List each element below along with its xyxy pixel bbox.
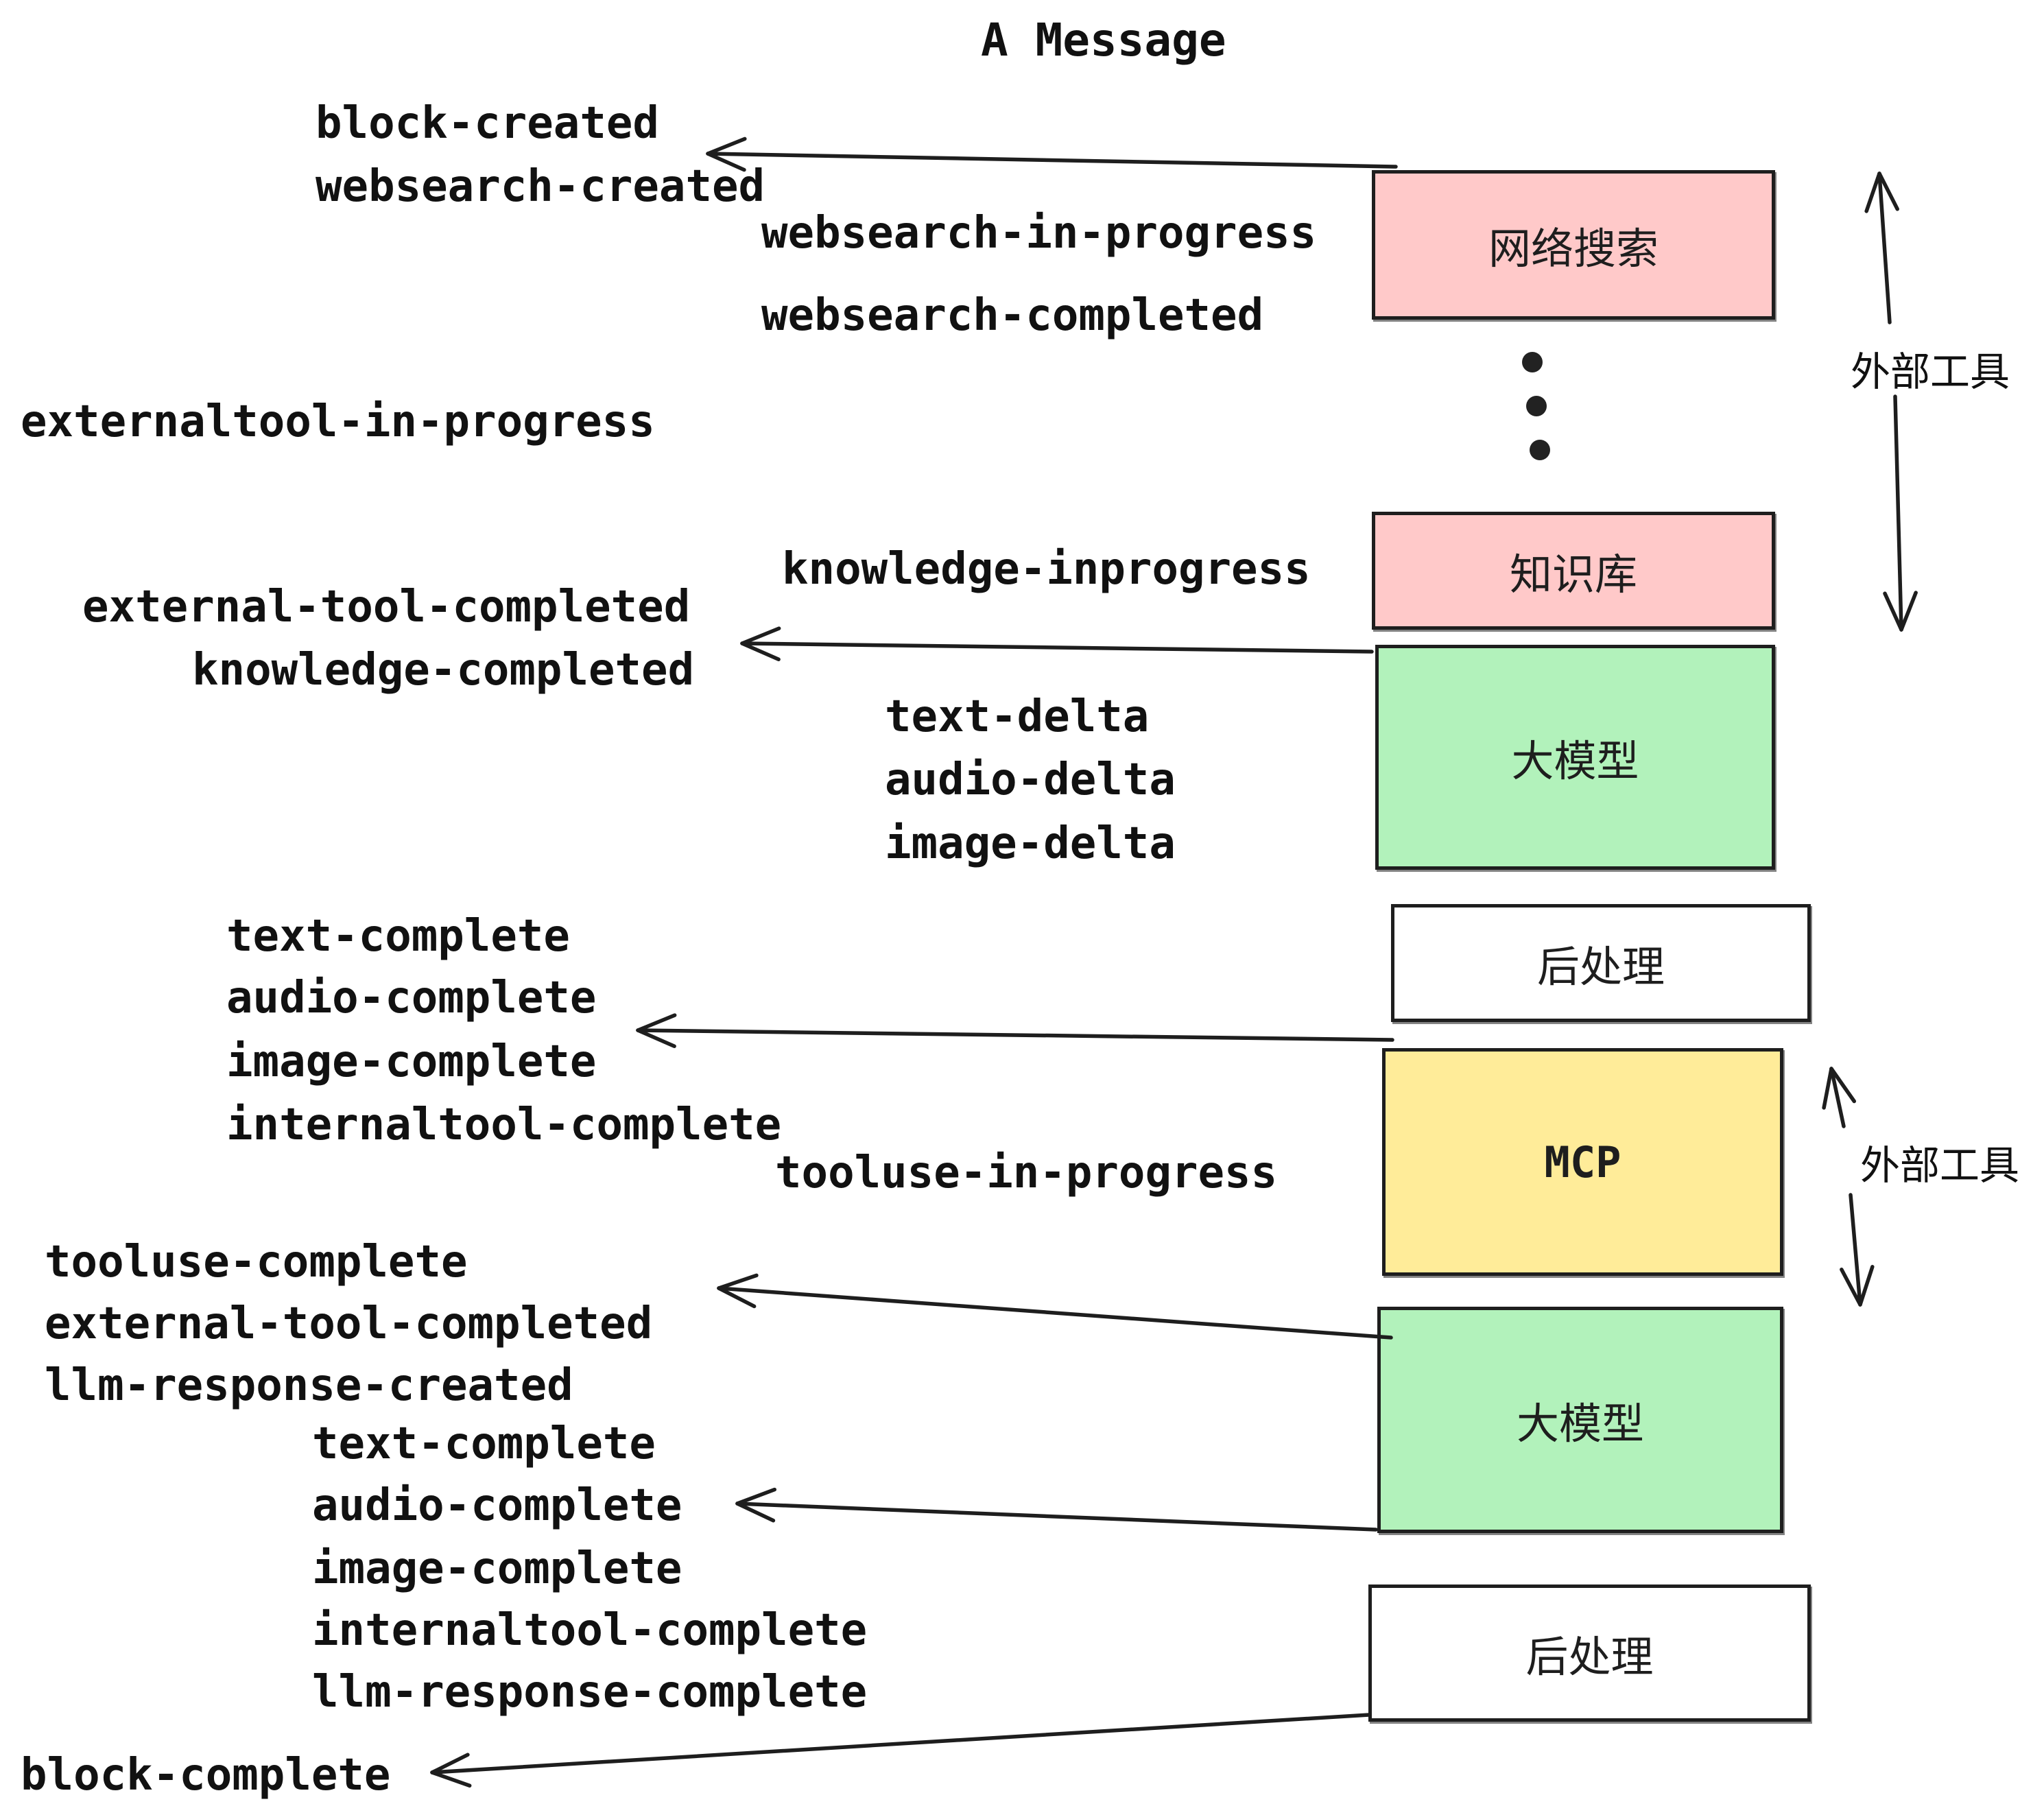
arrow-to-knowledge-completed [740, 626, 1374, 662]
box-postprocess-2: 后处理 [1368, 1585, 1811, 1722]
event-label-llm-response-complete-23: llm-response-complete [312, 1667, 868, 1718]
event-label-internaltool-complete-22: internaltool-complete [312, 1605, 868, 1656]
event-label-text-delta-8: text-delta [885, 691, 1150, 742]
event-label-block-complete-24: block-complete [21, 1750, 391, 1801]
event-label-audio-complete-20: audio-complete [312, 1480, 682, 1531]
event-label-audio-delta-9: audio-delta [885, 755, 1176, 805]
arrow-to-audio-complete [735, 1487, 1378, 1532]
event-label-audio-complete-12: audio-complete [226, 973, 597, 1023]
event-label-image-complete-21: image-complete [312, 1543, 682, 1594]
event-label-externaltool-in-progress-4: externaltool-in-progress [21, 396, 655, 447]
event-label-knowledge-completed-7: knowledge-completed [192, 645, 695, 696]
box-llm-2: 大模型 [1377, 1307, 1783, 1533]
arrow-to-external-tool-completed [717, 1273, 1393, 1340]
ellipsis-dot-1 [1522, 352, 1543, 372]
event-label-websearch-created-1: websearch-created [316, 161, 765, 212]
event-label-image-complete-13: image-complete [226, 1036, 597, 1087]
event-label-tooluse-complete-16: tooluse-complete [45, 1237, 468, 1287]
event-label-text-complete-19: text-complete [312, 1419, 656, 1469]
event-label-websearch-completed-3: websearch-completed [761, 290, 1264, 341]
event-label-websearch-in-progress-2: websearch-in-progress [761, 208, 1317, 259]
ellipsis-dot-2 [1526, 396, 1547, 416]
arrow-to-image-complete [636, 1013, 1394, 1049]
box-mcp: MCP [1382, 1048, 1783, 1276]
event-label-external-tool-completed-6: external-tool-completed [82, 582, 691, 632]
arrow-to-block-complete [430, 1713, 1371, 1788]
event-label-external-tool-completed-17: external-tool-completed [45, 1298, 653, 1349]
external-tools-label-1: 外部工具 [1851, 348, 2010, 395]
event-label-knowledge-inprogress-5: knowledge-inprogress [782, 544, 1311, 595]
box-llm-1: 大模型 [1375, 645, 1775, 870]
box-knowledge: 知识库 [1372, 512, 1775, 630]
event-label-llm-response-created-18: llm-response-created [45, 1360, 573, 1411]
external-tools-label-2: 外部工具 [1860, 1142, 2020, 1189]
event-label-block-created-0: block-created [316, 98, 659, 149]
ellipsis-dot-3 [1530, 440, 1550, 460]
event-label-tooluse-in-progress-15: tooluse-in-progress [775, 1148, 1278, 1198]
box-postprocess-1: 后处理 [1391, 904, 1811, 1022]
event-label-image-delta-10: image-delta [885, 818, 1176, 869]
event-label-text-complete-11: text-complete [226, 911, 570, 962]
external-tools-up-arrow-2 [1822, 1067, 1857, 1128]
event-label-internaltool-complete-14: internaltool-complete [226, 1100, 782, 1150]
external-tools-up-arrow-1 [1864, 171, 1899, 324]
diagram-title: A Message [981, 14, 1226, 67]
external-tools-down-arrow-1 [1883, 394, 1918, 632]
external-tools-down-arrow-2 [1840, 1193, 1875, 1307]
arrow-to-websearch-created [706, 137, 1398, 172]
box-websearch: 网络搜索 [1372, 170, 1775, 320]
